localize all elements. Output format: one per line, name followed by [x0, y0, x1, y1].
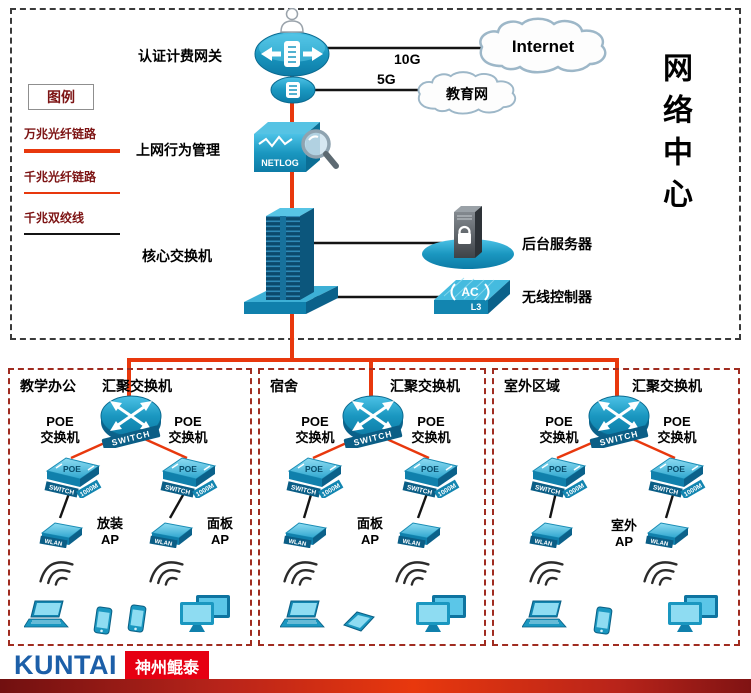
10g-fiber-links	[127, 56, 619, 398]
access-point-icon	[528, 522, 573, 548]
brand-name: KUNTAI	[14, 650, 117, 680]
edu-net-cloud: 教育网	[408, 70, 526, 118]
core-switch-icon	[244, 208, 338, 314]
core-switch-label: 核心交换机	[142, 248, 212, 264]
zone-outdoor: 室外区域 汇聚交换机 POE 交换机 POE 交换机 室外 AP	[492, 368, 740, 646]
wifi-signal-icon	[34, 554, 79, 592]
internet-link-speed: 10G	[394, 51, 421, 67]
edu-net-label: 教育网	[446, 86, 488, 102]
poe-switch-icon	[530, 457, 588, 498]
laptop-icon	[24, 600, 69, 628]
wlan-controller-icon	[433, 277, 511, 315]
zone-title: 宿舍	[270, 378, 298, 394]
poe-switch-icon	[286, 457, 344, 498]
zone-title: 室外区域	[504, 378, 560, 394]
agg-switch-label: 汇聚交换机	[390, 378, 460, 394]
footer-banner	[0, 679, 751, 693]
legend-item-label: 千兆双绞线	[24, 211, 85, 225]
behavior-mgmt-label: 上网行为管理	[136, 142, 220, 158]
gateway-label: 认证计费网关	[138, 48, 222, 64]
internet-label: Internet	[511, 37, 575, 56]
network-center-box	[10, 8, 741, 340]
legend-item-label: 千兆光纤链路	[24, 170, 97, 184]
zone-dormitory: 宿舍 汇聚交换机 POE 交换机 POE 交换机 面板 AP	[258, 368, 486, 646]
edu-link-speed: 5G	[377, 71, 396, 87]
server-label: 后台服务器	[522, 236, 592, 252]
edge-switch-icon	[270, 76, 316, 104]
wifi-signal-icon	[278, 554, 323, 592]
laptop-icon	[522, 600, 567, 628]
access-point-icon	[644, 522, 689, 548]
ap-label: 面板 AP	[206, 516, 233, 547]
aggregation-switch-icon	[99, 394, 163, 448]
tablet-icon	[343, 611, 375, 632]
poe-switch-label: POE 交换机	[295, 414, 335, 445]
wlan-controller-label: 无线控制器	[522, 289, 592, 305]
aggregation-switch-icon	[587, 394, 651, 448]
brand-logo: KUNTAI 神州鲲泰	[14, 650, 209, 681]
poe-switch-icon	[648, 457, 706, 498]
network-center-title: 网络中心	[658, 52, 691, 220]
poe-switch-label: POE 交换机	[657, 414, 697, 445]
zone-teaching-office: 教学办公 汇聚交换机 POE 交换机 POE 交换机 放装 AP 面板 AP	[8, 368, 252, 646]
poe-switch-label: POE 交换机	[539, 414, 579, 445]
wifi-signal-icon	[638, 554, 683, 592]
netlog-device-icon	[246, 112, 340, 178]
aggregation-switch-icon	[341, 394, 405, 448]
laptop-icon	[280, 600, 325, 628]
ap-label: 室外 AP	[610, 518, 637, 549]
wifi-signal-icon	[524, 554, 569, 592]
legend-title: 图例	[28, 84, 94, 110]
phone-icon	[93, 606, 113, 635]
auth-billing-gateway-icon	[254, 8, 330, 77]
phone-icon	[593, 606, 613, 635]
desktop-icon	[416, 595, 466, 632]
access-point-icon	[38, 522, 83, 548]
access-point-icon	[148, 522, 193, 548]
internet-cloud: Internet	[468, 16, 618, 78]
legend-line-1g-fiber	[24, 192, 120, 194]
wifi-signal-icon	[390, 554, 435, 592]
zone-title: 教学办公	[20, 378, 76, 394]
poe-switch-icon	[160, 457, 218, 498]
agg-switch-label: 汇聚交换机	[102, 378, 172, 394]
poe-switch-label: POE 交换机	[168, 414, 208, 445]
legend-line-10g-fiber	[24, 149, 120, 153]
poe-switch-label: POE 交换机	[411, 414, 451, 445]
desktop-icon	[668, 595, 718, 632]
poe-switch-label: POE 交换机	[40, 414, 80, 445]
cloud-shape	[479, 17, 607, 74]
legend: 图例 万兆光纤链路 千兆光纤链路 千兆双绞线	[24, 84, 136, 235]
ap-label: 面板 AP	[356, 516, 383, 547]
ap-label: 放装 AP	[96, 516, 123, 547]
legend-line-twisted-pair	[24, 233, 120, 235]
desktop-icon	[180, 595, 230, 632]
cloud-shape	[417, 71, 517, 115]
legend-item-label: 万兆光纤链路	[24, 127, 97, 141]
access-point-icon	[396, 522, 441, 548]
access-point-icon	[282, 522, 327, 548]
backend-server-icon	[420, 204, 516, 271]
wifi-signal-icon	[144, 554, 189, 592]
brand-name-cn: 神州鲲泰	[124, 650, 209, 681]
poe-switch-icon	[402, 457, 460, 498]
agg-switch-label: 汇聚交换机	[632, 378, 702, 394]
phone-icon	[127, 604, 147, 633]
poe-switch-icon	[44, 457, 102, 498]
